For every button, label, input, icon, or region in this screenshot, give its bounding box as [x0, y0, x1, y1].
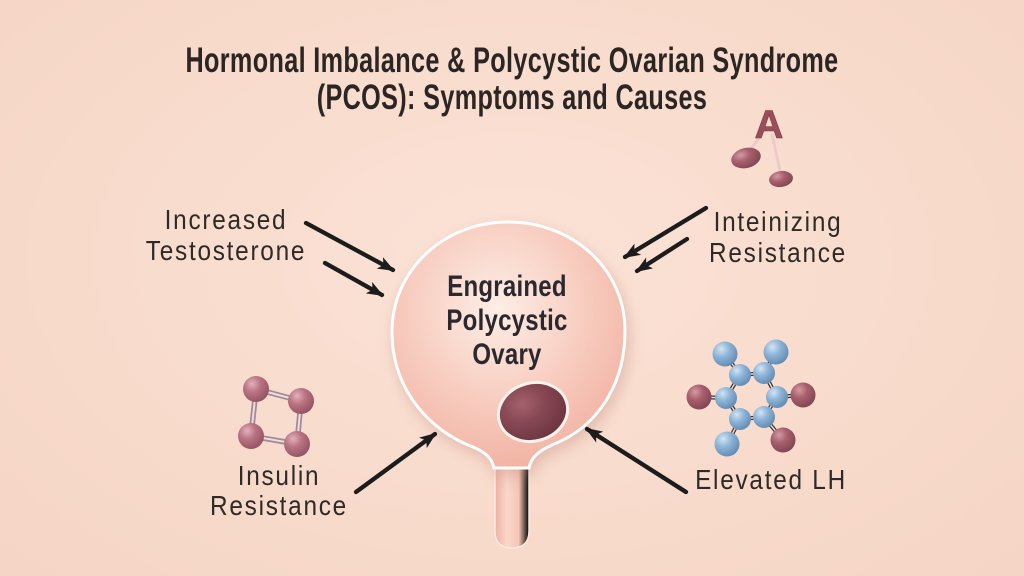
arrow-elevated-lh [584, 426, 689, 495]
label-increased-testosterone: Increased Testosterone [106, 204, 346, 266]
ovary-label-line: Ovary [472, 338, 542, 371]
ovary-center-label: Engrained Polycystic Ovary [387, 270, 627, 372]
label-luteinizing-resistance: Inteinizing Resistance [658, 206, 898, 268]
label-line: Testosterone [145, 235, 307, 266]
label-line: Inteinizing [713, 206, 843, 237]
page-title-line-1: Hormonal Imbalance & Polycystic Ovarian … [185, 41, 839, 80]
label-insulin-resistance: Insulin Resistance [159, 461, 399, 521]
page-title-line-2: (PCOS): Symptoms and Causes [316, 78, 708, 117]
ovarian-cyst [496, 381, 570, 443]
label-line: Elevated LH [695, 464, 847, 495]
ovary-label-line: Polycystic [446, 304, 568, 337]
label-elevated-lh: Elevated LH [651, 464, 891, 495]
arrow-testosterone-lower [322, 260, 385, 298]
label-line: Insulin [237, 460, 321, 491]
ovary-stem [494, 451, 530, 549]
label-line: Increased [164, 204, 288, 235]
ovary-label-line: Engrained [447, 270, 567, 303]
label-line: Resistance [210, 490, 348, 521]
hormone-a-letter: A [755, 103, 784, 147]
arrow-luteinizing-upper [622, 205, 709, 260]
arrow-insulin [353, 431, 438, 495]
lh-molecule-icon [686, 339, 816, 457]
hormone-a-icon: A [731, 103, 793, 188]
page-title: Hormonal Imbalance & Polycystic Ovarian … [0, 42, 1024, 116]
arrow-luteinizing-lower [634, 236, 690, 274]
label-line: Resistance [709, 237, 847, 268]
arrow-testosterone-upper [303, 220, 396, 273]
ovary-illustration [390, 220, 627, 549]
insulin-molecule-icon [238, 376, 314, 457]
